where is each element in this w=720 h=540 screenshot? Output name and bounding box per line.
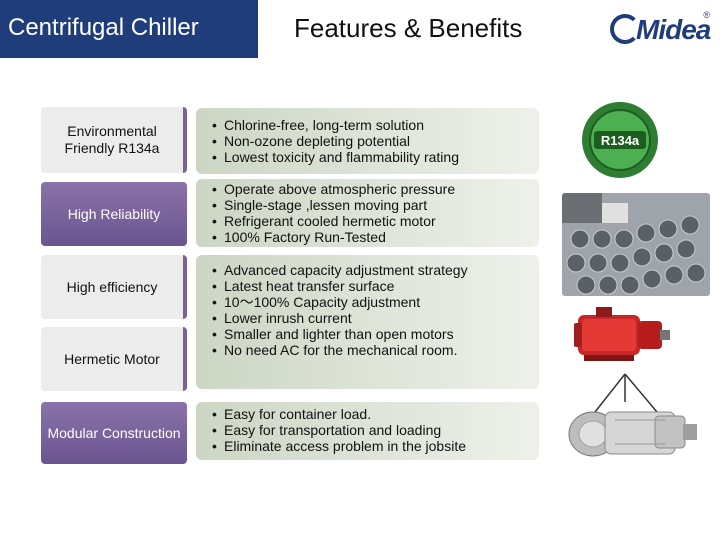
midea-logo: Midea ®: [610, 10, 711, 50]
list-item: No need AC for the mechanical room.: [212, 342, 468, 358]
bullets-modular: Easy for container load. Easy for transp…: [212, 406, 466, 454]
bullets-reliability: Operate above atmospheric pressure Singl…: [212, 181, 455, 245]
list-item: Operate above atmospheric pressure: [212, 181, 455, 197]
bullets-environmental: Chlorine-free, long-term solution Non-oz…: [212, 117, 459, 165]
list-item: Single-stage ,lessen moving part: [212, 197, 455, 213]
factory-photo-icon: [562, 193, 710, 296]
list-item: Refrigerant cooled hermetic motor: [212, 213, 455, 229]
label-hermetic-motor: Hermetic Motor: [41, 327, 187, 391]
list-item: Easy for transportation and loading: [212, 422, 466, 438]
chiller-unit-photo-icon: [568, 373, 697, 457]
r134a-badge-icon: R134a: [582, 102, 658, 178]
list-item: 10～100% Capacity adjustment: [212, 294, 468, 310]
list-item: Advanced capacity adjustment strategy: [212, 262, 468, 278]
list-item: Non-ozone depleting potential: [212, 133, 459, 149]
list-item: Eliminate access problem in the jobsite: [212, 438, 466, 454]
slide-subtitle: Features & Benefits: [294, 13, 523, 43]
list-item: Smaller and lighter than open motors: [212, 326, 468, 342]
bullets-efficiency: Advanced capacity adjustment strategy La…: [212, 262, 468, 358]
list-item: 100% Factory Run-Tested: [212, 229, 455, 245]
list-item: Lower inrush current: [212, 310, 468, 326]
list-item: Easy for container load.: [212, 406, 466, 422]
list-item: Chlorine-free, long-term solution: [212, 117, 459, 133]
list-item: Lowest toxicity and flammability rating: [212, 149, 459, 165]
label-efficiency: High efficiency: [41, 255, 187, 319]
motor-photo-icon: [574, 307, 670, 361]
logo-text: Midea: [636, 14, 711, 45]
registered-mark: ®: [703, 10, 710, 20]
list-item: Latest heat transfer surface: [212, 278, 468, 294]
label-reliability: High Reliability: [41, 182, 187, 246]
label-modular: Modular Construction: [41, 402, 187, 464]
logo-mark-icon: [610, 14, 640, 44]
badge-text: R134a: [601, 133, 640, 148]
label-environmental: Environmental Friendly R134a: [41, 107, 187, 173]
slide-title: Centrifugal Chiller: [0, 0, 258, 58]
